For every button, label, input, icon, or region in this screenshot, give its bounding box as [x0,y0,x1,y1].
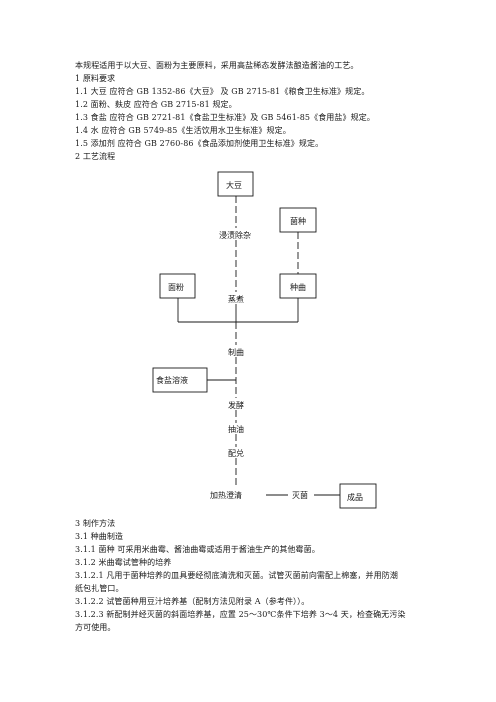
line-3-1-1: 3.1.1 菌种 可采用米曲霉、酱油曲霉或适用于酱油生产的其他霉菌。 [75,545,320,554]
item-1-2: 1.2 面粉、麸皮 应符合 GB 2715-81 规定。 [75,100,237,109]
ferment-label: 发酵 [228,400,244,410]
item-1-3: 1.3 食盐 应符合 GB 2721-81《食盐卫生标准》及 GB 5461-8… [75,113,375,122]
product-label: 成品 [347,492,363,502]
item-1-1: 1.1 大豆 应符合 GB 1352-86《大豆》 及 GB 2715-81《粮… [75,87,370,96]
strain-label: 菌种 [290,216,306,226]
seed-koji-label: 种曲 [290,282,306,292]
koji-label: 制曲 [228,347,244,357]
line-3-1: 3.1 种曲制造 [75,532,124,541]
section-1-heading: 1 原料要求 [75,74,116,83]
line-3-1-2-3: 3.1.2.3 新配制并经灭菌的斜面培养基，应置 25～30℃条件下培养 3～4… [75,610,406,619]
flour-label: 面粉 [168,282,184,292]
section-2-heading: 2 工艺流程 [75,152,116,161]
soak-label: 浸渍除杂 [219,230,251,240]
flour-box [159,273,196,299]
product-box [339,483,377,509]
line-3-1-2-2: 3.1.2.2 试管菌种用豆汁培养基（配制方法见附录 A（参考件））。 [75,597,310,606]
extract-label: 抽油 [228,424,244,434]
soybean-box [217,171,254,197]
blend-label: 配兑 [228,448,244,458]
item-1-5: 1.5 添加剂 应符合 GB 2760-86《食品添加剂使用卫生标准》规定。 [75,139,324,148]
line-3-1-2: 3.1.2 米曲霉试管种的培养 [75,558,172,567]
soybean-label: 大豆 [226,180,242,190]
steam-label: 蒸煮 [228,294,244,304]
line-3-1-2-1-cont: 纸包扎管口。 [75,584,124,593]
line-3-1-2-1: 3.1.2.1 凡用于菌种培养的皿具要经彻底清洗和灭菌。试管灭菌前向需配上棉塞，… [75,571,398,580]
brine-label: 食盐溶液 [156,375,188,385]
item-1-4: 1.4 水 应符合 GB 5749-85《生活饮用水卫生标准》规定。 [75,126,291,135]
section-3-heading: 3 制作方法 [75,519,116,528]
intro-paragraph: 本规程适用于以大豆、面粉为主要原料，采用高盐稀态发酵法酿造酱油的工艺。 [75,61,359,70]
heat-label: 加热澄清 [210,490,242,500]
sterilize-label: 灭菌 [292,490,308,500]
line-3-1-2-3-cont: 方可使用。 [75,623,116,632]
